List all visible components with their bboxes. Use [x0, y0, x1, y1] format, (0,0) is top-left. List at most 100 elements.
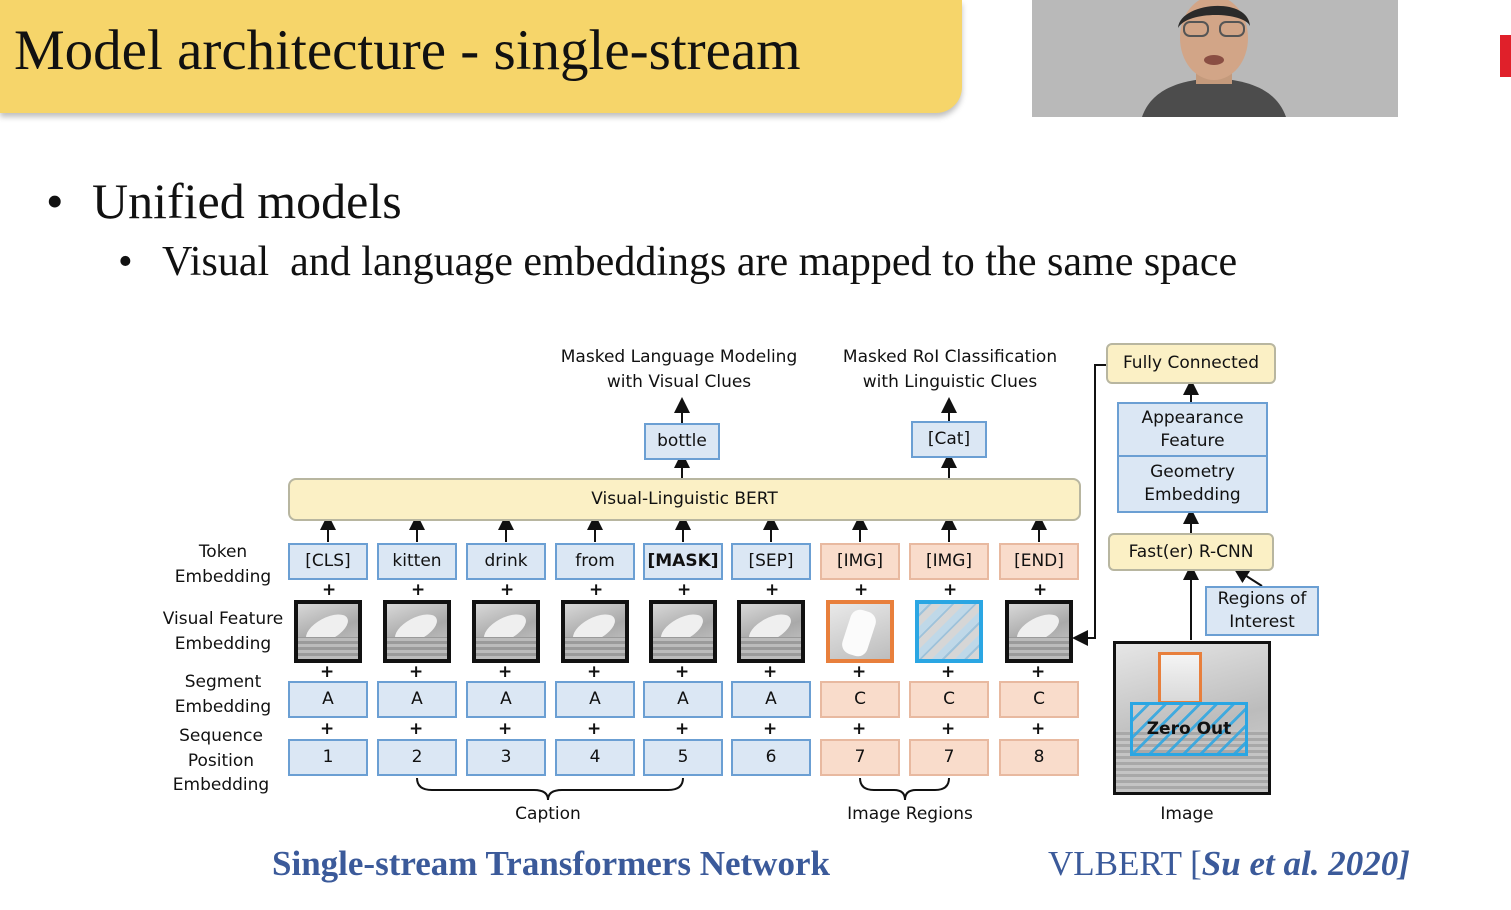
presenter-silhouette [1032, 0, 1398, 117]
plus-sign: + [587, 719, 602, 739]
token-box-end: [END] [999, 543, 1079, 580]
plus-sign: + [943, 580, 958, 600]
plus-sign: + [320, 662, 335, 682]
segment-embedding-label: Segment Embedding [160, 670, 286, 719]
token-box-mask: [MASK] [643, 543, 723, 580]
segment-box: A [643, 681, 723, 718]
position-box: 6 [731, 739, 811, 776]
segment-box: C [820, 681, 900, 718]
token-box: drink [466, 543, 546, 580]
segment-box: C [909, 681, 989, 718]
segment-box: C [999, 681, 1079, 718]
plus-sign: + [1031, 662, 1046, 682]
visual-feature-thumbnail [561, 600, 629, 663]
bullet-dot: • [118, 239, 133, 285]
position-box: 5 [643, 739, 723, 776]
plus-sign: + [675, 719, 690, 739]
mlm-label: Masked Language Modeling with Visual Clu… [554, 345, 804, 394]
sequence-label-line-1: Sequence [179, 726, 263, 746]
plus-sign: + [411, 580, 426, 600]
mrc-label: Masked RoI Classification with Linguisti… [830, 345, 1070, 394]
visual-feature-thumbnail [737, 600, 805, 663]
plus-sign: + [763, 662, 778, 682]
segment-box: A [377, 681, 457, 718]
plus-sign: + [852, 662, 867, 682]
slide-title-bar: Model architecture - single-stream [0, 0, 962, 113]
segment-box: A [555, 681, 635, 718]
bullet-dot: • [46, 173, 64, 229]
zero-out-label: Zero Out [1146, 719, 1232, 739]
bullet-2-text: Visual and language embeddings are mappe… [162, 239, 1238, 285]
plus-sign: + [1033, 580, 1048, 600]
bullet-1-text: Unified models [92, 173, 402, 229]
image-regions-label: Image Regions [847, 804, 973, 824]
position-box: 7 [909, 739, 989, 776]
presenter-webcam-video [1032, 0, 1398, 117]
visual-label-line-1: Visual Feature [162, 609, 284, 629]
slide-edge-marker [1500, 35, 1511, 77]
footer-citation-authors: Su et al. 2020] [1201, 844, 1410, 883]
regions-of-interest-box: Regions of Interest [1205, 586, 1319, 636]
footer-citation: VLBERT [Su et al. 2020] [1048, 844, 1410, 884]
position-box: 1 [288, 739, 368, 776]
plus-sign: + [587, 662, 602, 682]
appearance-feature-box: Appearance Feature [1117, 402, 1268, 457]
plus-sign: + [500, 580, 515, 600]
footer-caption-left: Single-stream Transformers Network [272, 844, 830, 883]
position-box: 2 [377, 739, 457, 776]
mrc-label-line-1: Masked RoI Classification [842, 347, 1058, 367]
visual-feature-thumbnail [383, 600, 451, 663]
visual-label-line-2: Embedding [174, 633, 272, 654]
token-label-line-1: Token [198, 542, 248, 562]
appearance-line-2: Feature [1160, 430, 1225, 451]
mlm-label-line-1: Masked Language Modeling [560, 347, 798, 367]
plus-sign: + [409, 662, 424, 682]
plus-sign: + [852, 719, 867, 739]
position-box: 8 [999, 739, 1079, 776]
sequence-position-embedding-label: Sequence Position Embedding [158, 724, 284, 798]
sequence-label-line-2: Position [187, 750, 255, 771]
slide-title: Model architecture - single-stream [14, 19, 801, 82]
faster-rcnn-box: Fast(er) R-CNN [1108, 533, 1274, 571]
visual-linguistic-bert-box: Visual-Linguistic BERT [288, 478, 1081, 521]
plus-sign: + [409, 719, 424, 739]
segment-label-line-1: Segment [184, 672, 262, 692]
segment-label-line-2: Embedding [174, 696, 272, 717]
plus-sign: + [1031, 719, 1046, 739]
zero-out-region: Zero Out [1130, 702, 1248, 756]
token-box: from [555, 543, 635, 580]
appearance-line-1: Appearance [1141, 407, 1244, 428]
token-box-img: [IMG] [820, 543, 900, 580]
image-label: Image [1160, 804, 1214, 824]
token-box: kitten [377, 543, 457, 580]
visual-feature-thumbnail-masked [915, 600, 983, 663]
token-label-line-2: Embedding [174, 566, 272, 587]
caption-label: Caption [515, 804, 581, 824]
geometry-line-1: Geometry [1150, 462, 1235, 483]
visual-feature-thumbnail [649, 600, 717, 663]
plus-sign: + [322, 580, 337, 600]
input-image: Zero Out [1113, 641, 1271, 795]
token-embedding-label: Token Embedding [160, 540, 286, 589]
roi-line-1: Regions of [1217, 589, 1307, 610]
roi-orange-box [1158, 652, 1202, 704]
bullet-level-2: • Visual and language embeddings are mapp… [118, 238, 1237, 286]
plus-sign: + [675, 662, 690, 682]
plus-sign: + [941, 719, 956, 739]
geometry-line-2: Embedding [1144, 485, 1241, 505]
output-bottle-box: bottle [644, 423, 720, 460]
visual-feature-thumbnail [294, 600, 362, 663]
segment-box: A [466, 681, 546, 718]
visual-feature-thumbnail [1005, 600, 1073, 663]
fully-connected-box: Fully Connected [1106, 343, 1276, 384]
geometry-embedding-box: Geometry Embedding [1117, 457, 1268, 513]
sequence-label-line-3: Embedding [172, 775, 270, 796]
position-box: 4 [555, 739, 635, 776]
mlm-label-line-2: with Visual Clues [606, 371, 752, 392]
plus-sign: + [589, 580, 604, 600]
plus-sign: + [765, 580, 780, 600]
position-box: 7 [820, 739, 900, 776]
bullet-level-1: • Unified models [46, 172, 402, 230]
visual-feature-thumbnail [472, 600, 540, 663]
plus-sign: + [498, 662, 513, 682]
